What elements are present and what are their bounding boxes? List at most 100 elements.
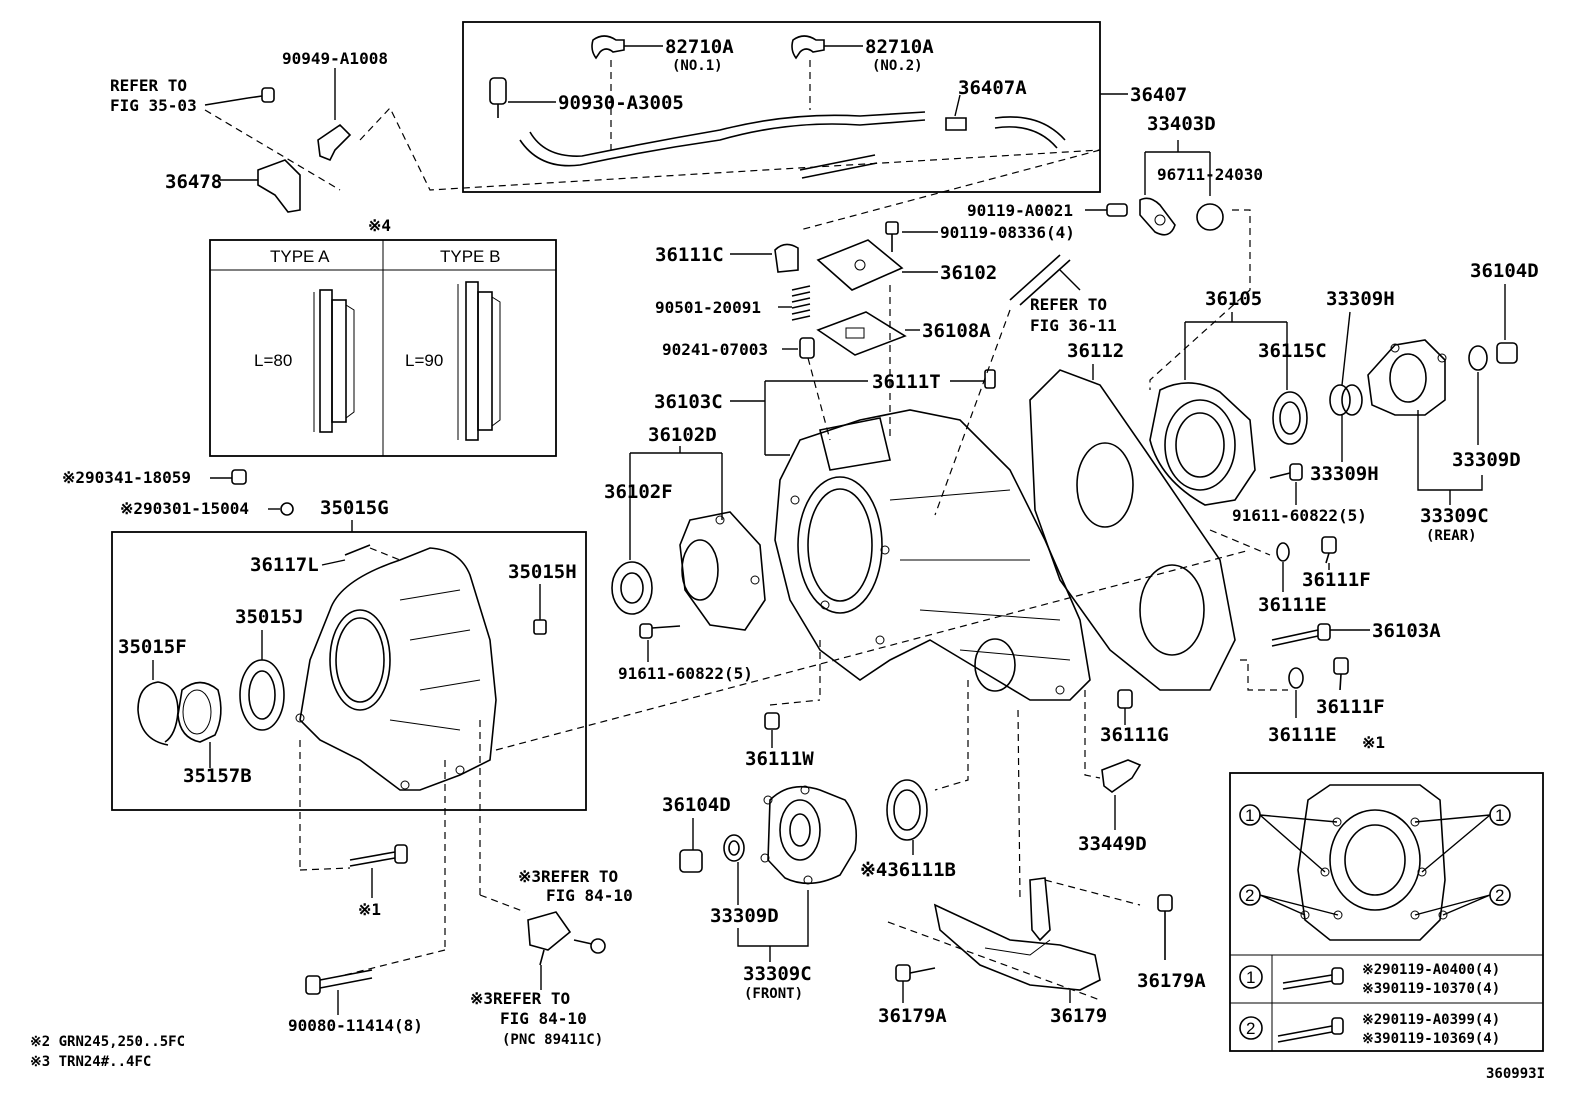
cover-plate-36102 xyxy=(816,239,904,291)
adapter-36102d xyxy=(679,511,766,631)
label-36102d: 36102D xyxy=(648,424,717,446)
label-90930: 90930-A3005 xyxy=(558,92,684,114)
wire-clamp xyxy=(317,123,352,162)
label-33403d: 33403D xyxy=(1147,113,1216,135)
washer-36111e-2 xyxy=(1288,667,1304,689)
footnote-3: ※3 TRN24#..4FC xyxy=(30,1054,151,1070)
inset-box xyxy=(1229,772,1544,1052)
label-90119b: 90119-08336(4) xyxy=(940,223,1075,242)
label-36111c: 36111C xyxy=(655,244,724,266)
inset-housing xyxy=(1297,784,1448,941)
label-36111w: 36111W xyxy=(745,748,814,770)
hose-joint xyxy=(945,117,967,131)
label-36102: 36102 xyxy=(940,262,997,284)
label-35015h: 35015H xyxy=(508,561,577,583)
label-36179: 36179 xyxy=(1050,1005,1107,1027)
washer-33309d-rear xyxy=(1468,345,1488,371)
transfer-case-36103c xyxy=(774,409,1091,701)
oil-seal-36102f xyxy=(611,561,653,615)
inset-callout-1-right xyxy=(1489,804,1511,826)
bracket-33449d xyxy=(1101,759,1142,793)
type-a-header: TYPE A xyxy=(270,247,330,266)
inset-callout-2-right xyxy=(1489,884,1511,906)
hose-end xyxy=(994,116,1066,141)
label-36111f-1: 36111F xyxy=(1302,569,1371,591)
bolt-36111f-1 xyxy=(1321,536,1337,564)
label-35157b: 35157B xyxy=(183,765,252,787)
label-290341: ※290341-18059 xyxy=(62,468,191,487)
type-b-header: TYPE B xyxy=(440,247,500,266)
inset-row1-bolt xyxy=(1282,967,1344,990)
nut-36104d-rear xyxy=(1496,342,1518,364)
bolt-90119-a xyxy=(1106,203,1128,217)
label-33309d-1: 33309D xyxy=(1452,449,1521,471)
label-refer-fig35-2: FIG 35-03 xyxy=(110,96,197,115)
hose-group-box xyxy=(462,21,1101,193)
label-90241: 90241-07003 xyxy=(662,340,768,359)
vent-hose xyxy=(1009,254,1061,301)
plunger-90241 xyxy=(799,337,815,359)
label-36407: 36407 xyxy=(1130,84,1187,106)
label-33309c-front: 33309C xyxy=(743,963,812,985)
label-36111e-1: 36111E xyxy=(1258,594,1327,616)
label-33309h-1: 33309H xyxy=(1326,288,1395,310)
pin-36111t xyxy=(984,369,996,389)
label-note1: ※1 xyxy=(358,900,381,919)
inset-callout-2-left xyxy=(1239,884,1261,906)
label-refer-fig36-2: FIG 36-11 xyxy=(1030,316,1117,335)
inset-callout-1-right-text: 1 xyxy=(1495,806,1504,825)
flange-33309c-rear xyxy=(1367,339,1447,416)
inset-row1-circle xyxy=(1239,965,1263,989)
label-35015f: 35015F xyxy=(118,636,187,658)
label-rear: (REAR) xyxy=(1426,528,1477,544)
label-33449d: 33449D xyxy=(1078,833,1147,855)
clip-no2 xyxy=(791,35,825,60)
label-91611-left: 91611-60822(5) xyxy=(618,664,753,683)
label-90080: 90080-11414(8) xyxy=(288,1016,423,1035)
label-refer84b-2: FIG 84-10 xyxy=(500,1009,587,1028)
label-refer-fig36-1: REFER TO xyxy=(1030,295,1107,314)
type-table xyxy=(209,239,557,457)
label-36478: 36478 xyxy=(165,171,222,193)
label-36103a: 36103A xyxy=(1372,620,1441,642)
pin-36111g xyxy=(1117,689,1133,709)
nut-36104d-front xyxy=(679,849,703,873)
label-90949: 90949-A1008 xyxy=(282,49,388,68)
label-290301: ※290301-15004 xyxy=(120,499,249,518)
bolt-speed-sensor xyxy=(573,938,606,954)
seal-type-b xyxy=(457,281,501,441)
bolt-90119-b xyxy=(885,221,899,252)
label-36111b: ※436111B xyxy=(860,859,956,881)
type-table-mark: ※4 xyxy=(368,216,391,235)
inset-row2-bolt xyxy=(1277,1017,1344,1043)
speed-sensor xyxy=(527,911,572,966)
label-36407a: 36407A xyxy=(958,77,1027,99)
label-33309c-rear: 33309C xyxy=(1420,505,1489,527)
speed-sensor-33403d xyxy=(1139,197,1176,236)
label-36111e-2: 36111E xyxy=(1268,724,1337,746)
seal-type-a xyxy=(313,289,355,433)
label-82710a-2: 82710A xyxy=(865,36,934,58)
label-35015j: 35015J xyxy=(235,606,304,628)
nut-33309h xyxy=(1329,384,1363,416)
label-82710a-1: 82710A xyxy=(665,36,734,58)
bolt-36179a-2 xyxy=(1157,894,1173,960)
washer-33309d-front xyxy=(723,834,745,862)
oil-seal-35015j xyxy=(239,659,285,731)
bolt-91611-right xyxy=(1269,463,1303,481)
inset-row2-a: ※290119-A0399(4) xyxy=(1362,1012,1500,1028)
label-90501: 90501-20091 xyxy=(655,298,761,317)
label-no2: (NO.2) xyxy=(872,58,923,74)
diagram-id: 360993I xyxy=(1486,1066,1545,1082)
vacuum-hose xyxy=(519,119,926,167)
flange-33309c-front xyxy=(760,785,858,885)
gasket-36112 xyxy=(1029,369,1236,691)
snap-ring-35015f xyxy=(137,681,179,746)
oil-seal-36115c xyxy=(1272,391,1308,445)
inset-row2-num: 2 xyxy=(1246,1019,1255,1038)
inset-row2-circle xyxy=(1239,1016,1263,1040)
label-35015g: 35015G xyxy=(320,497,389,519)
label-36179a-1: 36179A xyxy=(878,1005,947,1027)
label-refer84b-3: (PNC 89411C) xyxy=(502,1032,603,1048)
